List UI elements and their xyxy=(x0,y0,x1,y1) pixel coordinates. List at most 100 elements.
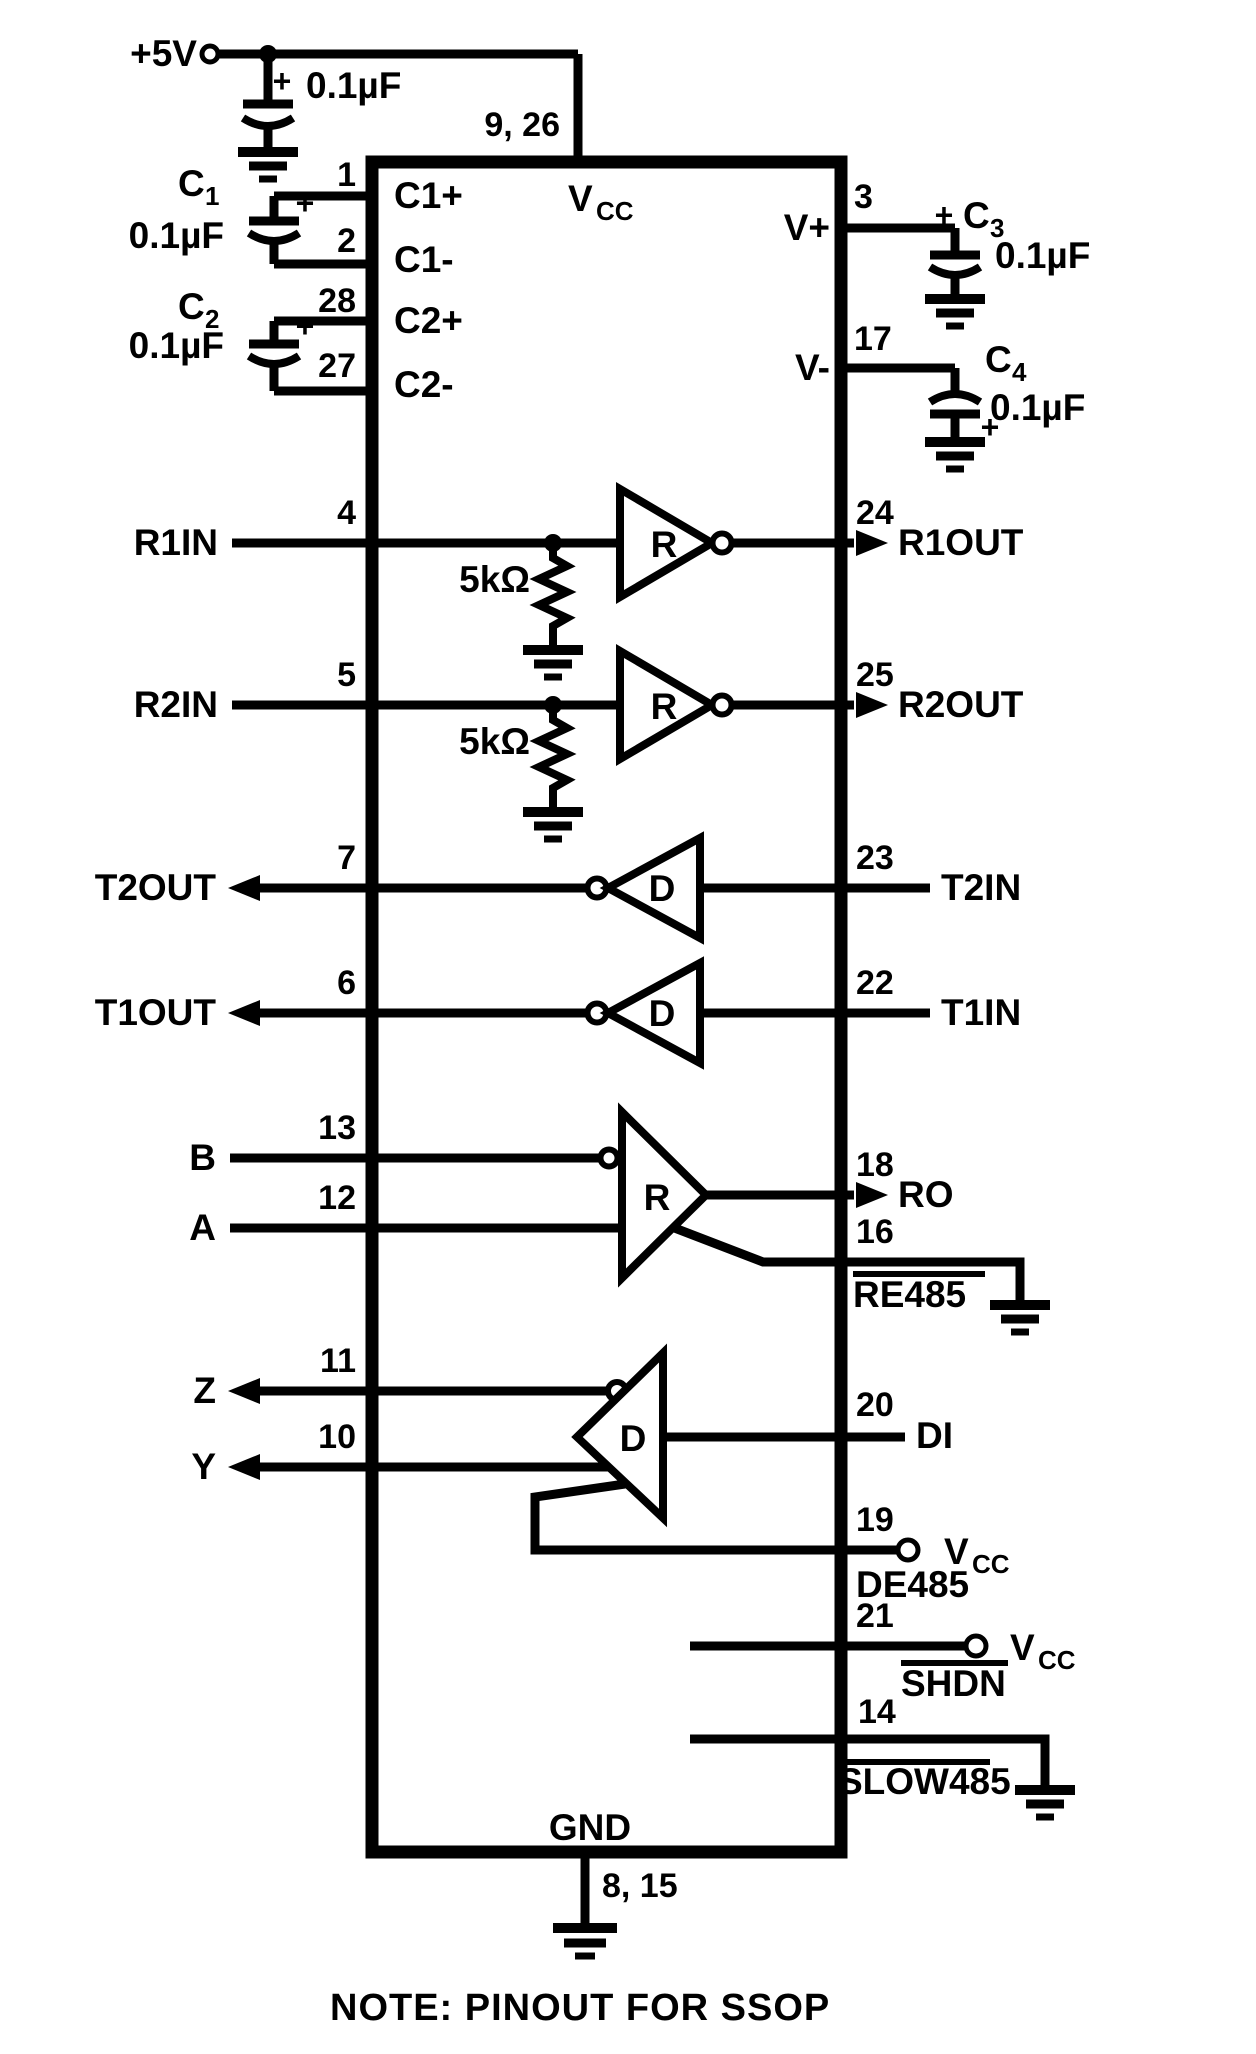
pin-9-26: 9, 26 xyxy=(484,106,560,144)
arrow-left xyxy=(228,1378,260,1404)
driver-letter: D xyxy=(649,993,676,1034)
ground-symbol xyxy=(925,437,985,473)
c4-value: 0.1µF xyxy=(990,387,1085,428)
c2-name: C xyxy=(178,286,205,327)
ground-symbol xyxy=(238,147,298,183)
bypass-cap-value: 0.1µF xyxy=(306,65,401,106)
de485-vcc-label-sub: CC xyxy=(972,1549,1010,1579)
pin-12: 12 xyxy=(318,1179,356,1217)
shdn-section: 21 V CC SHDN xyxy=(690,1597,1076,1704)
net-shdn: SHDN xyxy=(901,1663,1006,1704)
ground-symbol xyxy=(990,1300,1050,1336)
net-r1in: R1IN xyxy=(134,522,218,563)
pin-28: 28 xyxy=(318,282,356,320)
c3-name: C xyxy=(963,195,990,236)
resistor2-value: 5kΩ xyxy=(459,721,530,762)
arrow-right xyxy=(856,530,888,556)
receiver-buffer-triangle xyxy=(616,482,720,604)
c3-name-sub: 3 xyxy=(990,213,1004,243)
polarity-plus: + xyxy=(935,197,954,233)
pin-21: 21 xyxy=(856,1597,894,1635)
ic-vplus-label: V+ xyxy=(784,207,830,248)
ic-vcc-label-sub: CC xyxy=(596,196,634,226)
inverter-bubble xyxy=(597,1146,621,1170)
de485-vcc-label: V xyxy=(944,1531,969,1572)
slow485-section: 14 SLOW485 xyxy=(690,1693,1075,1821)
arrow-right xyxy=(856,692,888,718)
pin-23: 23 xyxy=(856,839,894,877)
c3-value: 0.1µF xyxy=(995,235,1090,276)
inverter-bubble xyxy=(709,692,735,718)
pin-24: 24 xyxy=(856,494,894,532)
net-t2in: T2IN xyxy=(941,867,1021,908)
pin-27: 27 xyxy=(318,347,356,385)
arrow-left xyxy=(228,875,260,901)
pin-17: 17 xyxy=(854,320,892,358)
ic-vminus-label: V- xyxy=(795,347,830,388)
pin-25: 25 xyxy=(856,656,894,694)
net-y: Y xyxy=(191,1446,216,1487)
pin-16: 16 xyxy=(856,1213,894,1251)
driver-letter: D xyxy=(649,868,676,909)
c1-name: C xyxy=(178,163,205,204)
net-b: B xyxy=(189,1137,216,1178)
rs232-receiver2: R2IN 5 5kΩ R 25 R2OUT xyxy=(134,644,1024,843)
net-t2out: T2OUT xyxy=(95,867,217,908)
de485-vcc-terminal xyxy=(895,1537,921,1563)
net-de485: DE485 xyxy=(856,1564,969,1605)
rs232-receiver1: R1IN 4 5kΩ R 24 R1OUT xyxy=(134,482,1024,681)
receiver-buffer-triangle xyxy=(616,644,720,766)
c4-name-sub: 4 xyxy=(1012,357,1027,387)
rs485-driver: Z 11 Y 10 D 20 DI 19 DE485 V CC xyxy=(191,1342,1009,1605)
ground-symbol xyxy=(553,1923,617,1960)
ic-outline xyxy=(365,155,848,1859)
c2-name-sub: 2 xyxy=(205,304,219,334)
receiver-letter: R xyxy=(651,524,678,565)
net-ro: RO xyxy=(898,1174,954,1215)
arrow-right xyxy=(856,1182,888,1208)
c1-value: 0.1µF xyxy=(129,215,224,256)
resistor1-value: 5kΩ xyxy=(459,559,530,600)
pin-22: 22 xyxy=(856,964,894,1002)
ic-vcc-label: V xyxy=(568,178,593,219)
gnd-section: 8, 15 xyxy=(553,1852,678,1960)
cap-curved-plate xyxy=(246,352,302,368)
receiver-letter: R xyxy=(651,686,678,727)
c4-name: C xyxy=(985,339,1012,380)
cap-curved-plate xyxy=(240,114,296,130)
receiver-letter: R xyxy=(644,1177,671,1218)
cap-curved-plate xyxy=(927,390,983,406)
pin-2: 2 xyxy=(337,222,356,260)
wire xyxy=(690,1734,1050,1788)
c1-name-sub: 1 xyxy=(205,181,219,211)
pin-1: 1 xyxy=(337,156,356,194)
pin-18: 18 xyxy=(856,1146,894,1184)
arrow-left xyxy=(228,1000,260,1026)
resistor-5k xyxy=(529,543,577,648)
rs485-receiver: B 13 A 12 R 18 RO 16 RE485 xyxy=(189,1102,1050,1336)
ic-c1minus-label: C1- xyxy=(394,239,454,280)
ic-c1plus-label: C1+ xyxy=(394,175,463,216)
vplus-section: 3 V+ + C 3 0.1µF xyxy=(784,178,1090,330)
net-t1in: T1IN xyxy=(941,992,1021,1033)
pin-19: 19 xyxy=(856,1501,894,1539)
ground-symbol xyxy=(1015,1785,1075,1821)
pin-11: 11 xyxy=(320,1342,356,1380)
polarity-plus: + xyxy=(296,185,315,221)
net-r2out: R2OUT xyxy=(898,684,1024,725)
ic-gnd-label: GND xyxy=(549,1807,631,1848)
c1-section: 1 2 + C 1 0.1µF C1+ C1- xyxy=(129,156,463,280)
pin-6: 6 xyxy=(337,964,356,1002)
pin-13: 13 xyxy=(318,1109,356,1147)
shdn-vcc-terminal xyxy=(963,1633,989,1659)
supply-section: +5V 9, 26 + 0.1µF xyxy=(130,33,583,183)
rs485-receiver-triangle xyxy=(618,1102,712,1288)
c2-value: 0.1µF xyxy=(129,325,224,366)
ground-symbol xyxy=(523,645,583,681)
inverter-bubble xyxy=(709,530,735,556)
net-t1out: T1OUT xyxy=(95,992,217,1033)
pin-20: 20 xyxy=(856,1386,894,1424)
rs232-driver-t2: T2OUT 7 D 23 T2IN xyxy=(95,831,1021,945)
